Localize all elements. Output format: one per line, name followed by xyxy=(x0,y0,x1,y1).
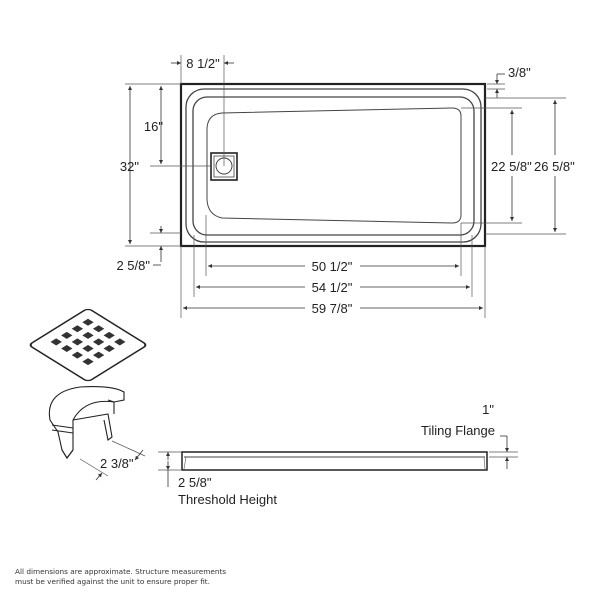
dim-tiling-flange-height: 1" xyxy=(482,402,494,417)
dimension-lines-drain xyxy=(79,440,146,481)
dim-overall-depth: 32" xyxy=(120,159,139,174)
dim-drain-height: 2 3/8" xyxy=(100,456,134,471)
dim-overall-width: 59 7/8" xyxy=(312,301,353,316)
dim-threshold-height: 2 5/8" xyxy=(178,475,212,490)
dim-threshold-depth: 2 5/8" xyxy=(116,258,150,273)
dim-floor-depth: 26 5/8" xyxy=(534,159,575,174)
label-threshold-height: Threshold Height xyxy=(178,492,277,507)
dim-floor-width: 50 1/2" xyxy=(312,259,353,274)
dim-drain-offset: 8 1/2" xyxy=(186,56,220,71)
dimension-lines xyxy=(125,55,566,318)
shower-base-side-view xyxy=(181,451,488,471)
label-tiling-flange: Tiling Flange xyxy=(421,423,495,438)
footnote-line-1: All dimensions are approximate. Structur… xyxy=(15,567,226,576)
dim-flange-thickness: 3/8" xyxy=(508,65,531,80)
dimension-lines-side xyxy=(158,435,518,487)
dim-inner-depth: 22 5/8" xyxy=(491,159,532,174)
footnote-line-2: must be verified against the unit to ens… xyxy=(15,577,210,586)
drain-grate-icon xyxy=(29,308,147,382)
shower-base-top-view xyxy=(179,82,487,248)
dim-inner-width: 54 1/2" xyxy=(312,280,353,295)
drain-body-icon xyxy=(48,386,125,459)
dim-drain-from-top: 16" xyxy=(144,119,163,134)
